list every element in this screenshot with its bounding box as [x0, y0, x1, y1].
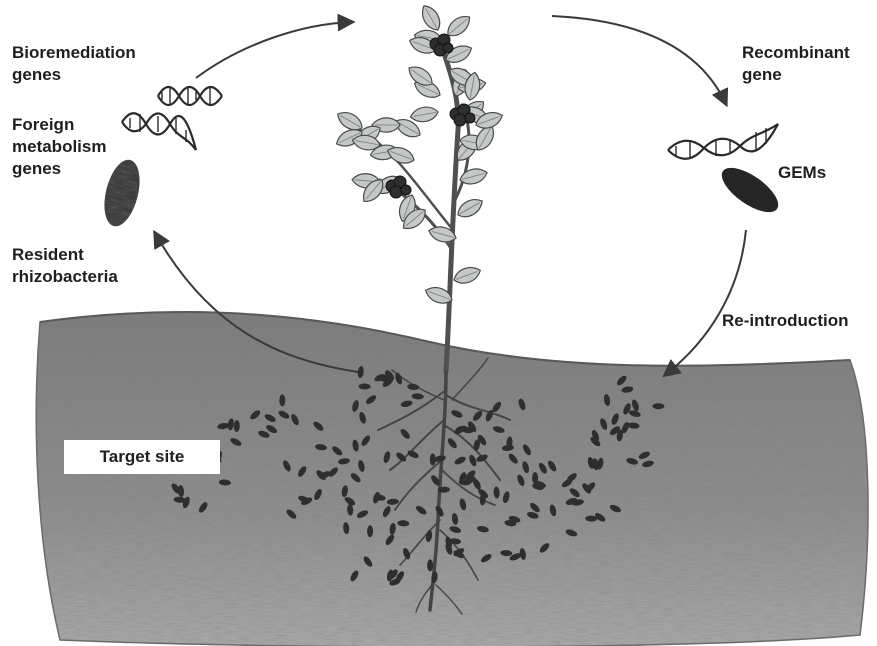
label-line: Re-introduction	[722, 310, 849, 332]
target-site-box: Target site	[64, 440, 220, 474]
label-line: Resident	[12, 244, 118, 266]
dna-foreign-icon	[122, 113, 196, 150]
label-line: genes	[12, 64, 136, 86]
label-line: GEMs	[778, 162, 826, 184]
arrow-to-plant	[196, 22, 352, 78]
soil-bacterium	[359, 384, 371, 390]
soil-bacterium	[427, 559, 433, 571]
label-recombinant-gene: Recombinant gene	[742, 42, 850, 86]
label-target-site: Target site	[100, 447, 185, 467]
label-line: gene	[742, 64, 850, 86]
label-reintroduction: Re-introduction	[722, 310, 849, 332]
label-line: metabolism	[12, 136, 106, 158]
label-line: Foreign	[12, 114, 106, 136]
dna-recombinant-icon	[668, 124, 778, 159]
plant-leaves	[334, 2, 505, 307]
label-line: Bioremediation	[12, 42, 136, 64]
dna-bioremediation-icon	[158, 87, 222, 105]
label-line: Recombinant	[742, 42, 850, 64]
label-bioremediation-genes: Bioremediation genes	[12, 42, 136, 86]
gem-bacterium-icon	[715, 160, 785, 221]
label-foreign-metabolism-genes: Foreign metabolism genes	[12, 114, 106, 180]
label-line: rhizobacteria	[12, 266, 118, 288]
label-resident-rhizobacteria: Resident rhizobacteria	[12, 244, 118, 288]
arrow-reintroduction	[665, 230, 746, 375]
label-line: genes	[12, 158, 106, 180]
arrow-to-recombinant	[552, 16, 726, 104]
label-gems: GEMs	[778, 162, 826, 184]
